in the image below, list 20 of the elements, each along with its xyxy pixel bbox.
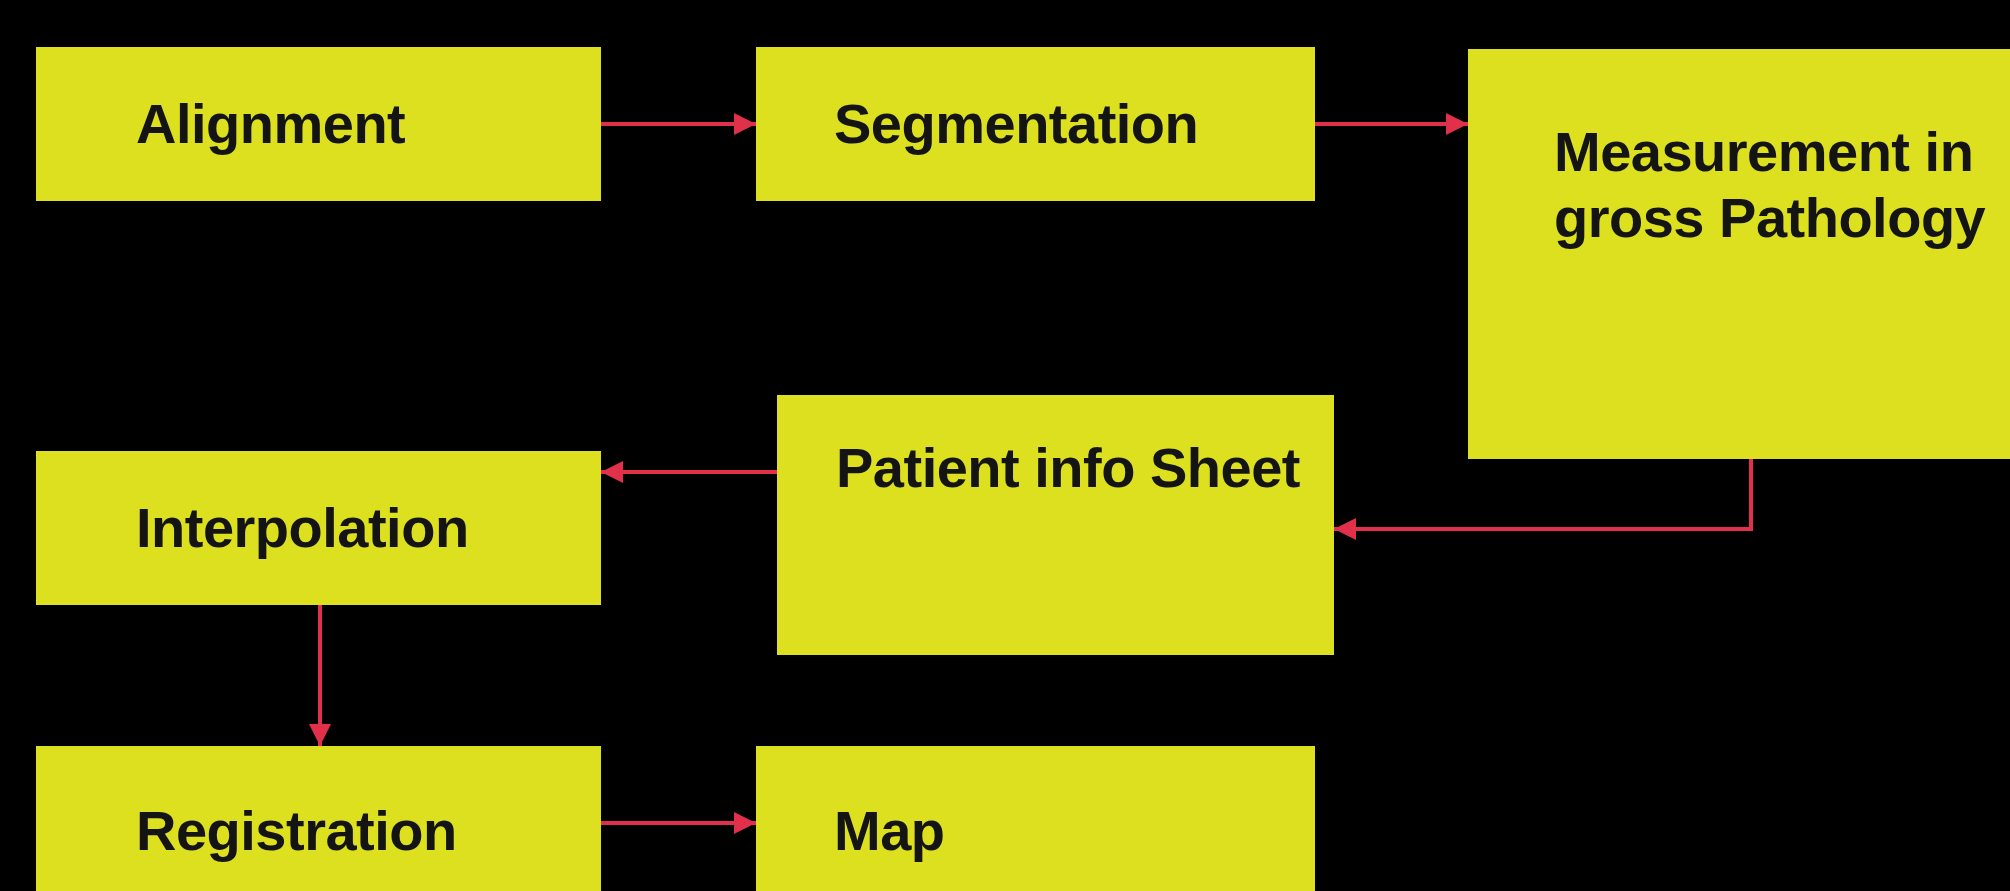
process-box — [36, 47, 601, 201]
box-label: Alignment — [136, 90, 407, 157]
process-box — [777, 395, 1334, 655]
arrow — [601, 461, 777, 483]
box-label: Patient info Sheet — [836, 435, 1301, 501]
box-label: Map — [834, 798, 946, 864]
process-box — [36, 746, 601, 891]
box-label: Interpolation — [136, 494, 470, 561]
process-box — [1468, 49, 2010, 459]
box-label: Measurement in gross Pathology — [1554, 119, 1987, 252]
arrow — [601, 812, 756, 834]
process-box — [36, 451, 601, 605]
process-box — [756, 746, 1315, 891]
box-label: Registration — [136, 798, 458, 864]
box-label: Segmentation — [834, 90, 1200, 157]
process-box — [756, 47, 1315, 201]
arrow — [601, 113, 756, 135]
arrow — [1315, 113, 1468, 135]
arrow — [309, 605, 331, 746]
arrow — [1334, 459, 1753, 540]
